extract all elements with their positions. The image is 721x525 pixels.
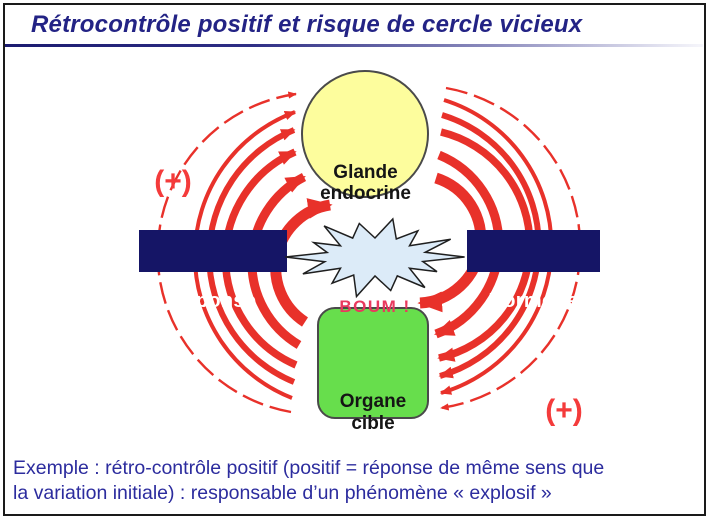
page-title: Rétrocontrôle positif et risque de cercl… (31, 11, 583, 38)
spiral-arc-right-5 (440, 86, 582, 411)
spiral-arc-left-5 (156, 91, 297, 414)
caption: Exemple : rétro-contrôle positif (positi… (13, 456, 703, 506)
caption-line-1: Exemple : rétro-contrôle positif (positi… (13, 457, 605, 479)
gland-line-2: endocrine (320, 183, 411, 204)
hormone-box-shape (467, 230, 600, 272)
reponse-label: Réponse (169, 289, 257, 312)
organe-cible-label: Organe cible (318, 391, 428, 435)
reponse-box-shape (139, 230, 287, 272)
gland-endocrine-label: Glande endocrine (302, 162, 429, 204)
positive-feedback-diagram: Glande endocrine Réponse Hormone Organe … (0, 50, 721, 450)
gland-line-1: Glande (333, 162, 398, 183)
organe-cible-shape (317, 307, 429, 419)
caption-line-2: la variation initiale) : responsable d’u… (13, 482, 552, 504)
plus-sign-bottom-right: (+) (545, 394, 583, 427)
organ-line-1: Organe (339, 391, 407, 412)
gland-endocrine-shape (301, 70, 429, 198)
explosion-star-shape (285, 217, 465, 299)
hormone-label: Hormone (488, 289, 579, 312)
title-underline (5, 44, 703, 47)
boum-label: BOUM ! (339, 297, 411, 316)
organ-line-2: cible (351, 413, 395, 434)
plus-sign-top-left: (+) (154, 165, 192, 198)
